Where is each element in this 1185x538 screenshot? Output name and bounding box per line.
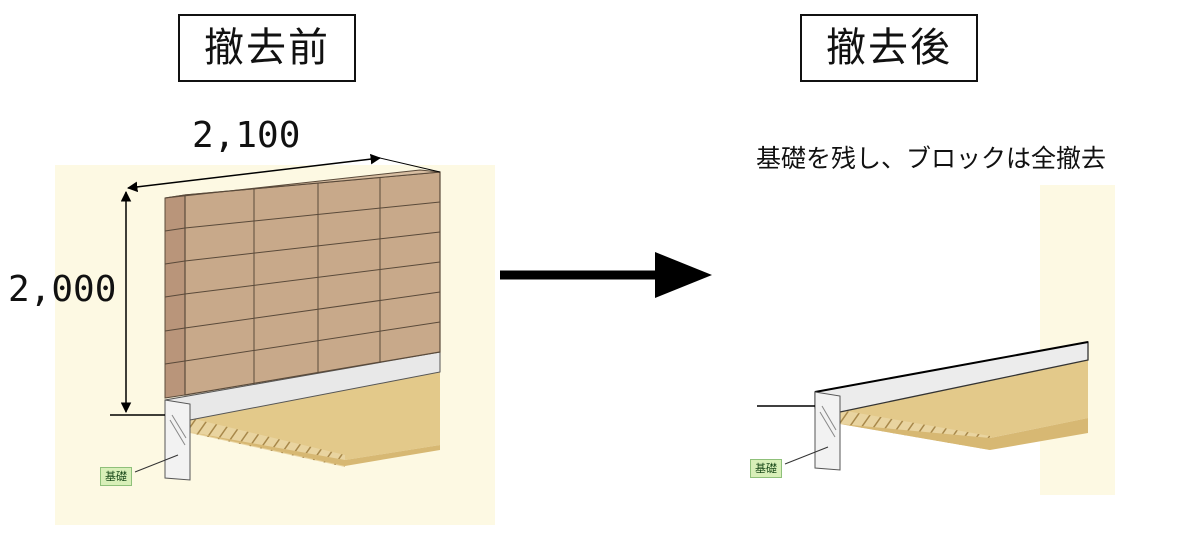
before-title: 撤去前 bbox=[178, 14, 356, 82]
block-vertical-joints bbox=[253, 177, 381, 384]
after-foundation-post bbox=[814, 391, 841, 471]
after-ground-top bbox=[840, 360, 1088, 438]
after-label-leader bbox=[784, 446, 829, 465]
block-mortar-courses bbox=[164, 201, 441, 365]
before-label-leader bbox=[134, 454, 179, 473]
after-background-glow bbox=[1040, 185, 1115, 495]
before-foundation-post bbox=[164, 399, 191, 481]
width-dimension-label: 2,100 bbox=[192, 115, 301, 156]
after-title: 撤去後 bbox=[800, 14, 978, 82]
before-ground-front bbox=[190, 432, 440, 466]
transition-arrow-head bbox=[655, 252, 712, 298]
height-dimension-label: 2,000 bbox=[8, 269, 117, 310]
before-foundation-label: 基礎 bbox=[100, 467, 132, 486]
after-caption: 基礎を残し、ブロックは全撤去 bbox=[756, 144, 1107, 173]
after-ground-front bbox=[840, 418, 1088, 450]
width-dimension-line bbox=[126, 153, 382, 193]
after-foundation-label: 基礎 bbox=[750, 459, 782, 478]
